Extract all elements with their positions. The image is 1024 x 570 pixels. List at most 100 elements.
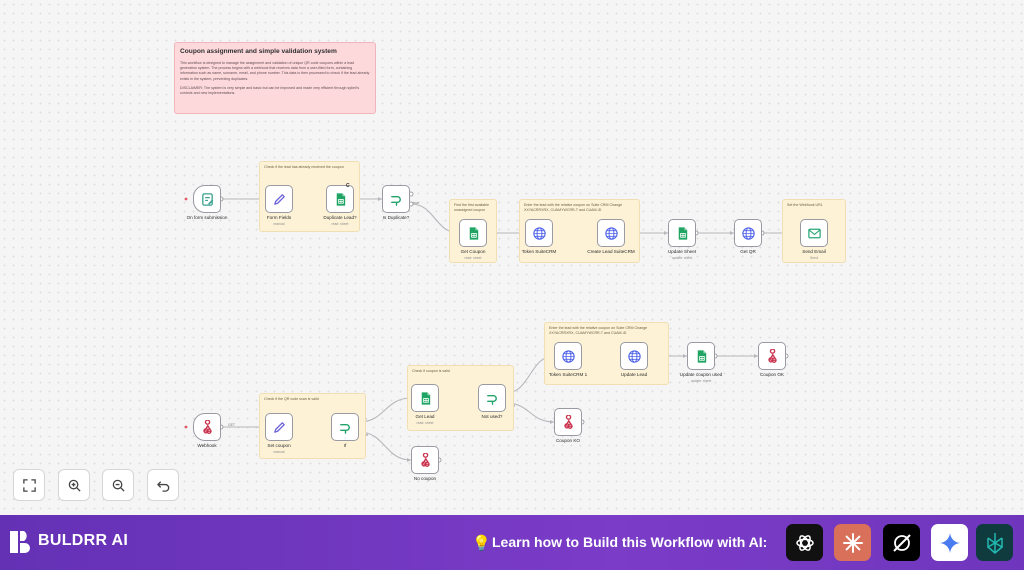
email-icon: [807, 228, 821, 238]
node-send-email[interactable]: [800, 219, 828, 247]
edge-label-true: true: [413, 201, 419, 205]
node-get-coupon[interactable]: [459, 219, 487, 247]
webhook-response-icon: [563, 414, 573, 429]
sticky-workflow-description[interactable]: Coupon assignment and simple validation …: [174, 42, 376, 114]
undo-button[interactable]: [147, 469, 179, 501]
node-label: Get Lead: [415, 414, 435, 419]
google-sheets-icon: [421, 391, 430, 405]
node-token-suitecrm[interactable]: [525, 219, 553, 247]
workflow-canvas[interactable]: true GET true false true false Coupon as…: [0, 0, 1024, 515]
node-update-lead[interactable]: [620, 342, 648, 370]
node-token-suitecrm-1[interactable]: [554, 342, 582, 370]
node-is-duplicate[interactable]: [382, 185, 410, 213]
node-duplicate-lead[interactable]: [326, 185, 354, 213]
node-label: Coupon OK: [759, 372, 784, 377]
node-no-coupon[interactable]: [411, 446, 439, 474]
node-not-used[interactable]: [478, 384, 506, 412]
node-badge: C: [346, 183, 350, 189]
fit-view-button[interactable]: [13, 469, 45, 501]
node-create-lead[interactable]: [597, 219, 625, 247]
openai-button[interactable]: [786, 524, 823, 561]
node-label: Update coupon used: [679, 372, 723, 377]
node-set-coupon[interactable]: [265, 413, 293, 441]
perplexity-icon: [986, 532, 1003, 554]
node-label: Update Lead: [620, 372, 648, 377]
zoom-in-icon: [68, 479, 81, 492]
workflow-title: Coupon assignment and simple validation …: [180, 48, 337, 55]
node-subtitle: update: sheet: [690, 379, 712, 383]
google-sheets-icon: [697, 349, 706, 363]
node-label: Get Coupon: [460, 249, 486, 254]
node-label: Update Sheet: [667, 249, 697, 254]
grok-icon: [892, 533, 911, 552]
webhook-response-icon: [767, 348, 777, 363]
globe-icon: [741, 226, 755, 240]
node-form-trigger[interactable]: [193, 185, 221, 213]
node-label: Form Fields: [266, 215, 292, 220]
node-label: Send Email: [802, 249, 826, 254]
node-subtitle: manual: [273, 450, 285, 454]
gemini-button[interactable]: [931, 524, 968, 561]
brand-name: BULDRR AI: [38, 532, 129, 549]
buldrr-logo-icon: [10, 531, 30, 553]
node-form-fields[interactable]: [265, 185, 293, 213]
promo-footer: BULDRR AI 💡 Learn how to Build this Work…: [0, 515, 1024, 570]
globe-icon: [604, 226, 618, 240]
node-label: If: [343, 443, 347, 448]
if-split-icon: [390, 195, 401, 206]
openai-icon: [795, 534, 814, 551]
node-label: Create Lead SuiteCRM: [587, 249, 635, 254]
pencil-icon: [273, 421, 285, 433]
node-label: Coupon KO: [555, 438, 580, 443]
node-subtitle: manual: [273, 222, 285, 226]
node-label: Token SuiteCRM: [521, 249, 557, 254]
node-label: On form submission: [186, 215, 228, 220]
workflow-description: This workflow is designed to manage the …: [180, 61, 370, 81]
node-label: Not used?: [481, 414, 503, 419]
form-icon: [201, 192, 213, 206]
perplexity-button[interactable]: [976, 524, 1013, 561]
claude-icon: [842, 532, 863, 553]
zoom-out-icon: [112, 479, 125, 492]
node-subtitle: read: sheet: [464, 256, 482, 260]
node-update-coupon-used[interactable]: [687, 342, 715, 370]
claude-button[interactable]: [834, 524, 871, 561]
node-label: Webhook: [197, 443, 217, 448]
zoom-out-button[interactable]: [102, 469, 134, 501]
node-get-qr[interactable]: [734, 219, 762, 247]
node-label: No coupon: [413, 476, 437, 481]
globe-icon: [561, 349, 575, 363]
node-label: Is Duplicate?: [382, 215, 410, 220]
gemini-icon: [939, 532, 960, 553]
node-subtitle: Send: [810, 256, 818, 260]
grok-button[interactable]: [883, 524, 920, 561]
webhook-response-icon: [420, 452, 430, 467]
pencil-icon: [273, 193, 285, 205]
globe-icon: [627, 349, 641, 363]
node-label: Set coupon: [267, 443, 291, 448]
node-get-lead[interactable]: [411, 384, 439, 412]
if-split-icon: [486, 394, 497, 405]
cta-text: Learn how to Build this Workflow with AI…: [492, 534, 768, 550]
zoom-in-button[interactable]: [58, 469, 90, 501]
if-split-icon: [339, 423, 350, 434]
node-webhook[interactable]: [193, 413, 221, 441]
google-sheets-icon: [678, 226, 687, 240]
edge-label-get: GET: [228, 423, 235, 427]
google-sheets-icon: [336, 192, 345, 206]
node-label: Token SuiteCRM 1: [548, 372, 588, 377]
node-subtitle: read: sheet: [331, 222, 349, 226]
node-update-sheet[interactable]: [668, 219, 696, 247]
node-coupon-ko[interactable]: [554, 408, 582, 436]
node-if[interactable]: [331, 413, 359, 441]
undo-icon: [156, 480, 169, 492]
globe-icon: [532, 226, 546, 240]
sticky-find-coupon[interactable]: Find the first available unassigned coup…: [449, 199, 497, 263]
node-coupon-ok[interactable]: [758, 342, 786, 370]
node-label: Duplicate Lead?: [323, 215, 357, 220]
google-sheets-icon: [469, 226, 478, 240]
lightbulb-icon: 💡: [472, 535, 491, 552]
workflow-disclaimer: DISCLAIMER: The system is very simple an…: [180, 85, 360, 96]
node-subtitle: update: sheet: [671, 256, 693, 260]
node-label: Get QR: [740, 249, 756, 254]
